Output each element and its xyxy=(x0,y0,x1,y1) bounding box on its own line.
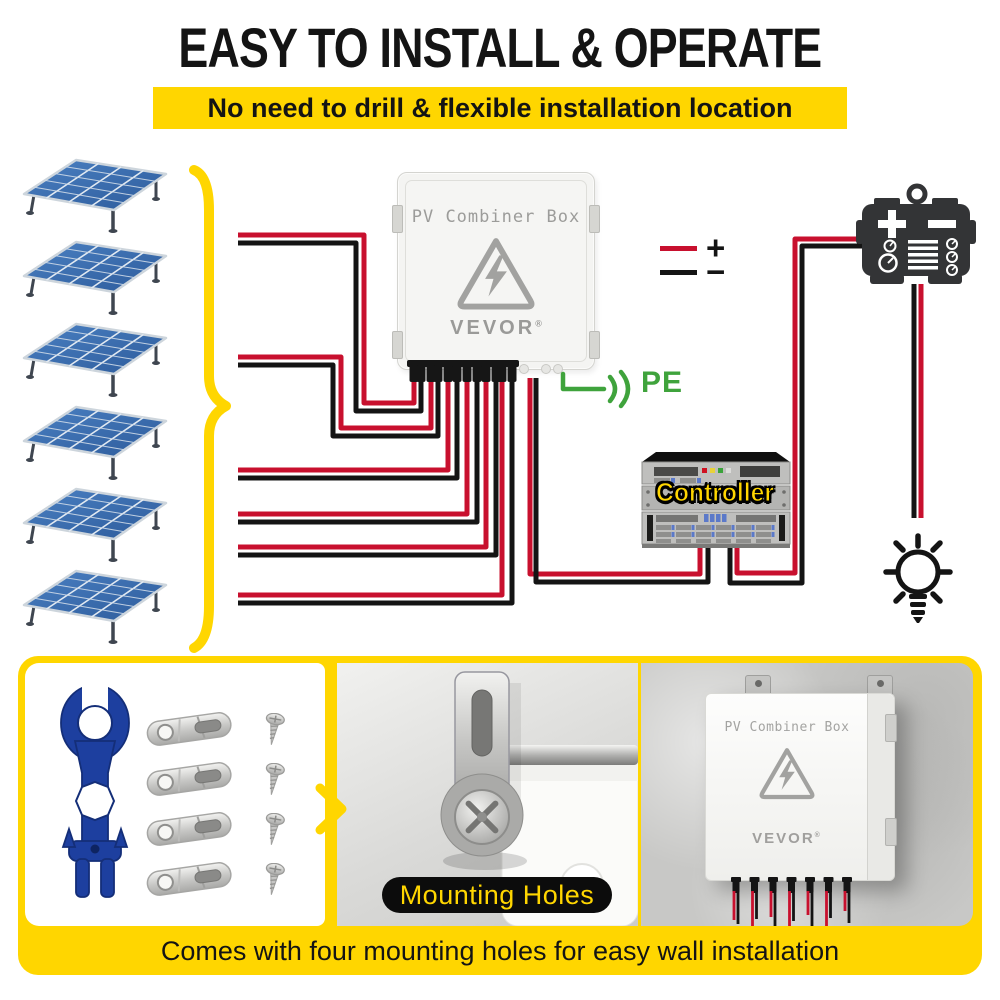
brace-icon xyxy=(189,165,231,653)
wall-installation-photo: PV Combiner Box VEVOR® xyxy=(641,663,973,926)
brand-logo: VEVOR® xyxy=(450,317,542,339)
solar-panel xyxy=(22,322,168,399)
brand-mark: ® xyxy=(814,832,822,839)
battery-icon xyxy=(856,183,976,284)
light-bulb-icon xyxy=(883,533,953,623)
latch-icon xyxy=(392,205,403,233)
pe-label: PE xyxy=(641,366,684,399)
hinge-icon xyxy=(589,331,600,359)
solar-panel xyxy=(22,158,168,235)
hinge-icon xyxy=(885,714,897,742)
combiner-box-label: PV Combiner Box xyxy=(724,720,850,735)
polarity-legend: + − xyxy=(660,229,726,290)
solar-panel-array xyxy=(22,158,168,646)
latch-icon xyxy=(392,331,403,359)
knockout-holes xyxy=(519,364,563,374)
subtitle-banner: No need to drill & flexible installation… xyxy=(153,87,847,129)
wall-bracket-icon xyxy=(440,671,524,857)
cable-glands xyxy=(407,360,519,382)
plus-symbol: + xyxy=(706,229,726,266)
warning-triangle-icon xyxy=(757,746,817,800)
wiring-diagram xyxy=(22,158,976,653)
pe-ground-icon xyxy=(560,369,631,409)
bottom-caption: Comes with four mounting holes for easy … xyxy=(160,936,840,966)
red-wire-swatch xyxy=(660,245,697,251)
wall-mounted-combiner-box: PV Combiner Box VEVOR® xyxy=(705,693,897,881)
mounting-bracket-icon xyxy=(144,710,234,748)
brand-logo: VEVOR® xyxy=(752,830,822,847)
wire-layer xyxy=(238,232,924,606)
page-title: EASY TO INSTALL & OPERATE xyxy=(178,16,823,79)
combiner-box-label: PV Combiner Box xyxy=(411,207,581,227)
hanging-wires xyxy=(731,877,852,926)
accessories-graphic xyxy=(60,681,286,898)
screw-icon xyxy=(263,713,286,747)
controller-label: Controller xyxy=(655,477,775,508)
pv-combiner-box: PV Combiner Box VEVOR® xyxy=(392,172,600,370)
mounting-bracket-icon xyxy=(144,760,234,798)
screw-icon xyxy=(263,863,286,897)
controller-rack xyxy=(641,452,791,548)
minus-symbol: − xyxy=(706,253,726,290)
chevron-divider-icon xyxy=(315,783,347,835)
screw-icon xyxy=(263,813,286,847)
hinge-icon xyxy=(885,818,897,846)
mounting-bracket-icon xyxy=(144,860,234,898)
solar-panel xyxy=(22,487,168,564)
solar-panel xyxy=(22,569,168,646)
solar-panel xyxy=(22,240,168,317)
solar-panel xyxy=(22,405,168,482)
screw-icon xyxy=(263,763,286,797)
hinge-icon xyxy=(589,205,600,233)
black-wire-swatch xyxy=(660,269,697,275)
brand-mark: ® xyxy=(535,318,542,329)
mounting-holes-badge: Mounting Holes xyxy=(382,877,612,913)
accessories-panel xyxy=(25,663,325,926)
mounting-bracket-icon xyxy=(144,810,234,848)
wrench-tool-icon xyxy=(60,681,130,898)
